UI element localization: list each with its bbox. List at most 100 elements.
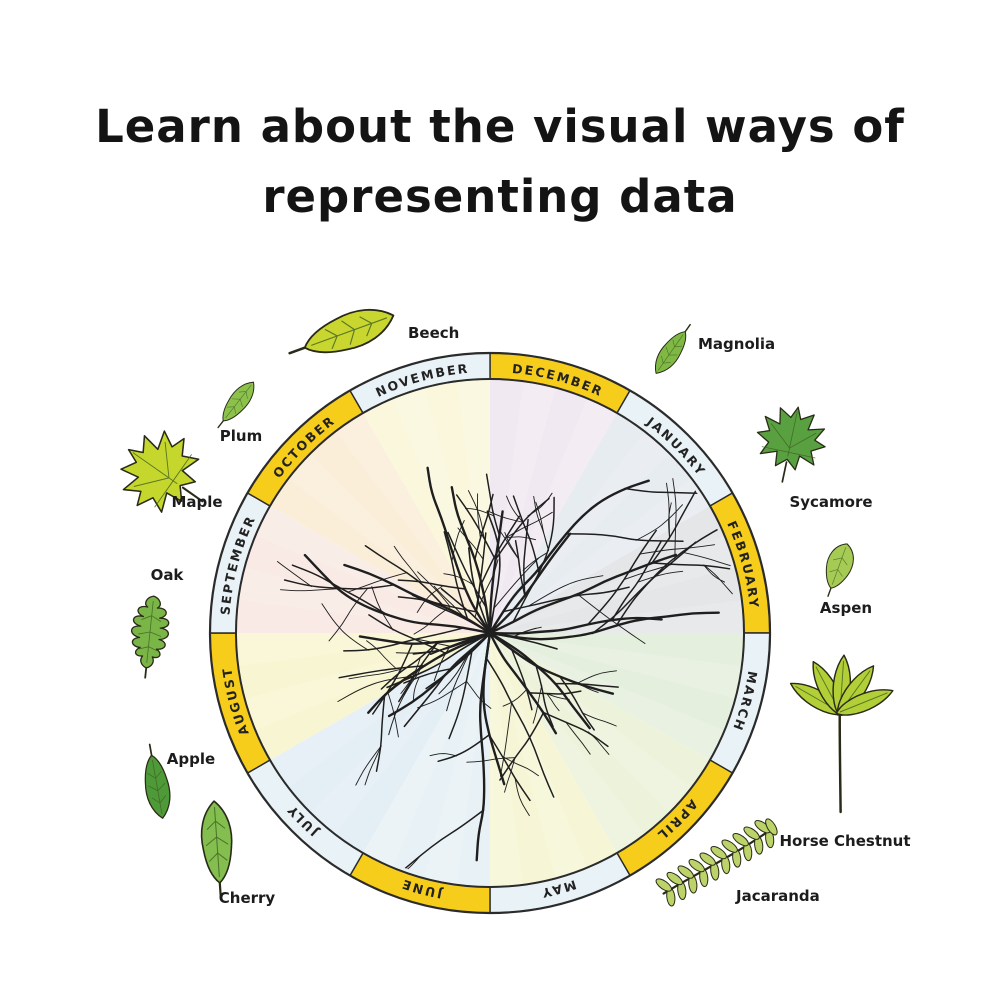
branch — [446, 649, 472, 712]
branch — [367, 631, 492, 714]
branch — [280, 588, 342, 592]
branch — [429, 753, 458, 757]
branch — [447, 531, 488, 609]
branch — [638, 570, 684, 583]
wedge-shade — [490, 633, 588, 879]
branch — [638, 544, 716, 555]
branch — [398, 641, 439, 703]
wedge-shade — [490, 381, 556, 633]
branch — [403, 660, 425, 696]
branch — [426, 466, 492, 635]
branch — [355, 745, 382, 786]
branch — [417, 571, 451, 608]
branch — [438, 651, 470, 695]
wedge-shade — [490, 599, 744, 633]
leaf-label-magnolia: Magnolia — [698, 335, 775, 353]
leaf-label-maple: Maple — [171, 493, 222, 511]
branch — [368, 614, 446, 654]
branch — [546, 693, 560, 712]
wheel-outer-ring — [208, 351, 772, 915]
leaf-cherry-illustration — [200, 800, 233, 898]
leaf-label-horse-chestnut: Horse Chestnut — [779, 832, 910, 850]
branch — [485, 473, 501, 537]
month-rim — [208, 351, 772, 915]
branch — [505, 511, 553, 539]
branch — [489, 632, 558, 650]
wedge-october — [270, 413, 490, 633]
leaf-jacaranda-illustration — [655, 818, 778, 907]
branch — [502, 756, 539, 777]
branch — [450, 486, 492, 635]
branch — [347, 572, 408, 593]
wedge-january — [490, 413, 710, 633]
branch — [468, 547, 491, 634]
branch — [466, 680, 492, 709]
branch — [494, 497, 550, 561]
branch — [493, 557, 540, 609]
wedge-shade — [363, 633, 490, 868]
page-title-line2: representing data — [262, 169, 738, 223]
branch — [611, 541, 662, 621]
leaf-labels: BeechMagnoliaPlumSycamoreMapleAspenOakAp… — [151, 324, 911, 907]
branch — [528, 690, 582, 695]
leaf-label-aspen: Aspen — [820, 599, 872, 617]
leaf-magnolia-illustration — [655, 323, 691, 374]
branch — [512, 626, 542, 638]
leaf-apple-illustration — [144, 743, 171, 819]
branch — [624, 563, 674, 580]
branch — [474, 493, 494, 560]
branch — [321, 603, 369, 651]
branch — [555, 682, 619, 688]
branch — [455, 494, 497, 561]
branch — [565, 721, 591, 755]
branch — [587, 529, 657, 626]
branch — [474, 589, 480, 618]
branch — [576, 670, 617, 684]
branch — [527, 575, 604, 607]
page-title: Learn about the visual ways of represent… — [0, 92, 1000, 232]
branch — [488, 479, 650, 635]
leaf-sycamore-illustration — [756, 406, 826, 483]
leaf-maple-illustration — [120, 430, 204, 513]
branch-center-knot — [486, 629, 494, 637]
wheel-inner-ring — [235, 378, 745, 888]
branch — [457, 527, 484, 560]
branch — [542, 711, 609, 748]
branch — [703, 564, 726, 583]
branch — [425, 632, 491, 690]
branch — [668, 502, 672, 540]
branch — [364, 745, 382, 786]
branch — [504, 757, 516, 793]
branch — [366, 640, 397, 669]
branch — [488, 734, 531, 802]
branch — [387, 691, 399, 738]
branch — [488, 616, 663, 635]
leaf-beech-illustration — [288, 308, 395, 355]
branch — [417, 680, 468, 709]
wedge-shade — [244, 633, 490, 731]
leaf-horse-chestnut-illustration — [789, 654, 894, 814]
branch — [485, 657, 555, 798]
branch — [512, 496, 555, 624]
branch — [283, 579, 396, 590]
branch — [499, 530, 520, 560]
branch — [581, 712, 617, 727]
branch — [393, 545, 422, 582]
branch — [413, 606, 451, 635]
wedge-march — [490, 633, 744, 760]
branch — [375, 693, 386, 772]
branch — [681, 551, 740, 576]
branch — [527, 492, 553, 517]
branch — [488, 611, 720, 641]
branch — [476, 493, 481, 538]
leaf-aspen-illustration — [825, 543, 854, 597]
wedge-february — [490, 506, 744, 633]
branch — [615, 525, 725, 626]
branch — [443, 573, 473, 585]
branch — [380, 641, 439, 690]
branch — [587, 731, 610, 755]
branch — [546, 693, 570, 701]
branch — [651, 485, 699, 564]
branch — [397, 596, 477, 613]
branch — [482, 631, 506, 786]
